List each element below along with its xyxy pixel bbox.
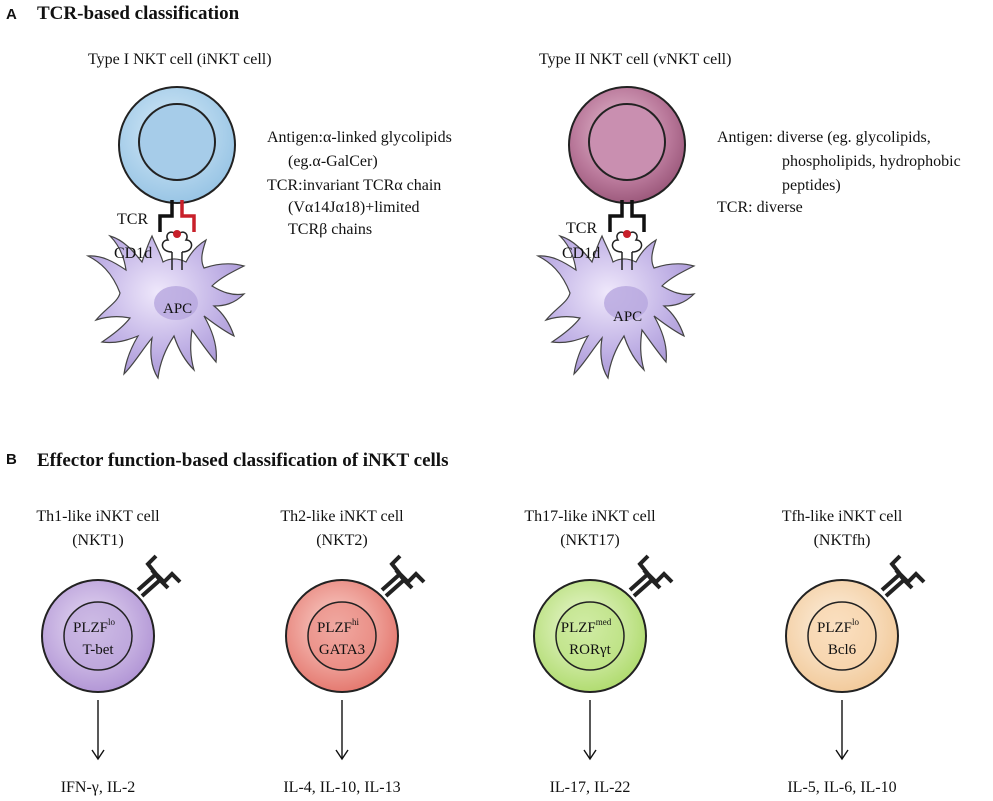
svg-text:TCR:invariant TCRα chain: TCR:invariant TCRα chain (267, 177, 441, 194)
cell-nucleus (307, 601, 377, 671)
cell-title: Th17-like iNKT cell (524, 508, 656, 525)
type2-tcr-label: TCR (566, 220, 597, 237)
transcription-factor: RORγt (569, 642, 611, 658)
type2-tcr (608, 200, 646, 232)
cell-nucleus (807, 601, 877, 671)
arrow-head-icon (583, 749, 597, 761)
cell-title: Th2-like iNKT cell (280, 508, 404, 525)
tcr-receptor (136, 554, 182, 592)
type2-cd1d-label: CD1d (562, 245, 600, 262)
cell-subtitle: (NKT2) (316, 532, 368, 549)
tcr-receptor (628, 554, 674, 592)
panel-b-letter: B (6, 451, 17, 468)
cytokines-label: IL-17, IL-22 (550, 779, 631, 796)
type2-description: Antigen: diverse (eg. glycolipids, phosp… (717, 129, 961, 216)
type1-title: Type I NKT cell (iNKT cell) (88, 51, 272, 68)
cytokines-label: IFN-γ, IL-2 (61, 779, 136, 796)
svg-text:Antigen: diverse (eg. glycolip: Antigen: diverse (eg. glycolipids, (717, 129, 931, 146)
type1-description: Antigen:α-linked glycolipids (eg.α-GalCe… (267, 129, 452, 238)
transcription-factor: Bcl6 (828, 642, 857, 658)
transcription-factor-plzf: PLZFlo (817, 617, 860, 636)
svg-text:peptides): peptides) (782, 177, 841, 194)
type1-cd1d-label: CD1d (114, 245, 152, 262)
svg-text:(Vα14Jα18)+limited: (Vα14Jα18)+limited (288, 199, 420, 216)
cell-title: Th1-like iNKT cell (36, 508, 160, 525)
type2-apc (535, 234, 696, 380)
type1-tcr-label: TCR (117, 211, 148, 228)
svg-text:TCRβ chains: TCRβ chains (288, 221, 372, 238)
effector-cell-4: Tfh-like iNKT cell (NKTfh) PLZFloBcl6IL-5,… (782, 508, 926, 796)
svg-text:Antigen:α-linked glycolipids: Antigen:α-linked glycolipids (267, 129, 452, 146)
tcr-receptor (380, 554, 426, 592)
arrow-head-icon (335, 749, 349, 761)
transcription-factor-plzf: PLZFmed (561, 617, 612, 636)
transcription-factor-plzf: PLZFlo (73, 617, 116, 636)
type1-nkt-cell (118, 86, 236, 204)
arrow-head-icon (835, 749, 849, 761)
type2-nkt-cell (568, 86, 686, 204)
transcription-factor-plzf: PLZFhi (317, 617, 360, 636)
tcr-receptor (880, 554, 926, 592)
svg-text:(eg.α-GalCer): (eg.α-GalCer) (288, 153, 378, 170)
type1-apc (85, 234, 246, 380)
type2-apc-label: APC (613, 309, 642, 325)
cytokines-label: IL-5, IL-6, IL-10 (787, 779, 896, 796)
cell-subtitle: (NKT1) (72, 532, 124, 549)
transcription-factor: T-bet (82, 642, 114, 658)
svg-text:phospholipids, hydrophobic: phospholipids, hydrophobic (782, 153, 961, 170)
panel-b-title: Effector function-based classification o… (37, 450, 448, 471)
cytokines-label: IL-4, IL-10, IL-13 (283, 779, 400, 796)
cell-title: Tfh-like iNKT cell (782, 508, 903, 525)
effector-cells: Th1-like iNKT cell (NKT1) PLZFloT-betIFN-γ… (36, 508, 926, 796)
panel-a-title: TCR-based classification (37, 3, 240, 24)
type1-apc-label: APC (163, 301, 192, 317)
svg-text:TCR: diverse: TCR: diverse (717, 199, 803, 216)
cell-subtitle: (NKTfh) (814, 532, 871, 549)
effector-cell-2: Th2-like iNKT cell (NKT2) PLZFhiGATA3IL-4,… (280, 508, 426, 796)
transcription-factor: GATA3 (319, 642, 365, 658)
effector-cell-1: Th1-like iNKT cell (NKT1) PLZFloT-betIFN-γ… (36, 508, 182, 796)
type1-tcr (158, 200, 196, 232)
panel-a-letter: A (6, 6, 17, 23)
effector-cell-3: Th17-like iNKT cell (NKT17) PLZFmedRORγtIL… (524, 508, 674, 796)
cell-subtitle: (NKT17) (560, 532, 620, 549)
type2-antigen-dot (623, 230, 631, 238)
arrow-head-icon (91, 749, 105, 761)
type2-title: Type II NKT cell (vNKT cell) (539, 51, 731, 68)
cell-nucleus (63, 601, 133, 671)
type1-antigen-dot (173, 230, 181, 238)
cell-nucleus (555, 601, 625, 671)
